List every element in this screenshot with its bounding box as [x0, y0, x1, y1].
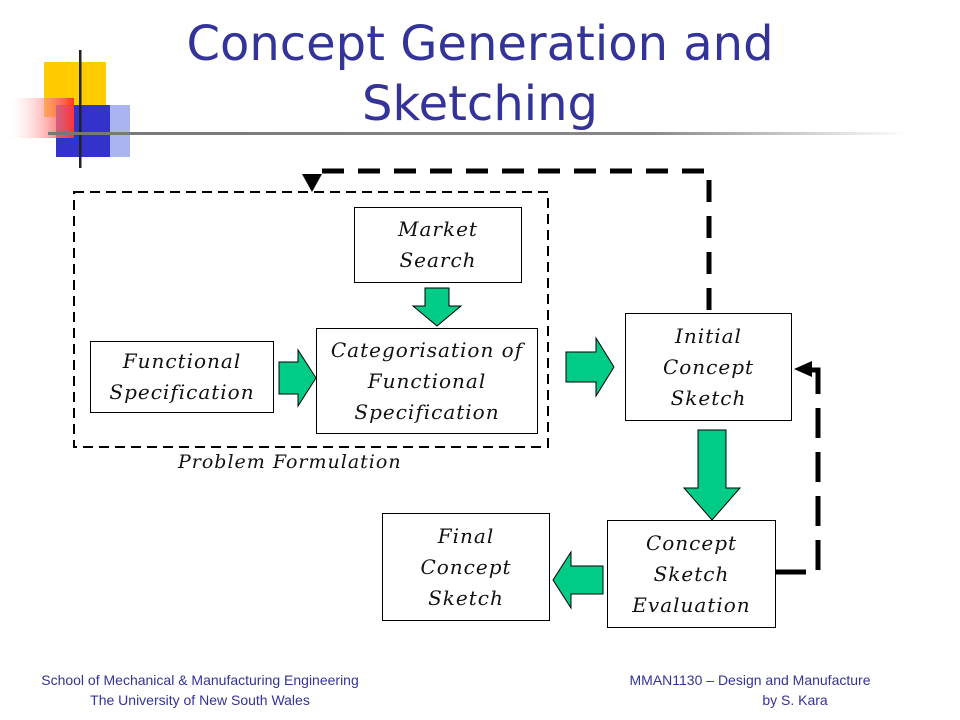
title-underline: [48, 132, 908, 135]
evaluation-loop-line: [776, 367, 821, 575]
problem-formulation-label: Problem Formulation: [178, 451, 402, 473]
arrow-initial-to-evaluation: [682, 429, 742, 521]
arrow-functional-to-categorisation: [278, 348, 317, 408]
slide-title: Concept Generation and Sketching: [186, 16, 774, 132]
arrow-market-to-categorisation: [411, 287, 463, 327]
footer-left: School of Mechanical & Manufacturing Eng…: [10, 670, 390, 710]
evaluation-loop-arrowhead: [794, 361, 812, 377]
feedback-loop-arrowhead: [302, 174, 322, 192]
arrow-evaluation-to-final: [552, 550, 604, 610]
footer-right: MMAN1130 – Design and Manufacture by S. …: [560, 670, 940, 710]
problem-formulation-group: [73, 191, 549, 448]
footer-course: MMAN1130 – Design and Manufacture: [629, 672, 871, 688]
feedback-loop-line: [309, 168, 712, 310]
footer-university: The University of New South Wales: [90, 692, 310, 708]
footer-school: School of Mechanical & Manufacturing Eng…: [41, 672, 359, 688]
footer-author: by S. Kara: [762, 692, 828, 708]
arrow-categorisation-to-initial: [565, 336, 615, 398]
